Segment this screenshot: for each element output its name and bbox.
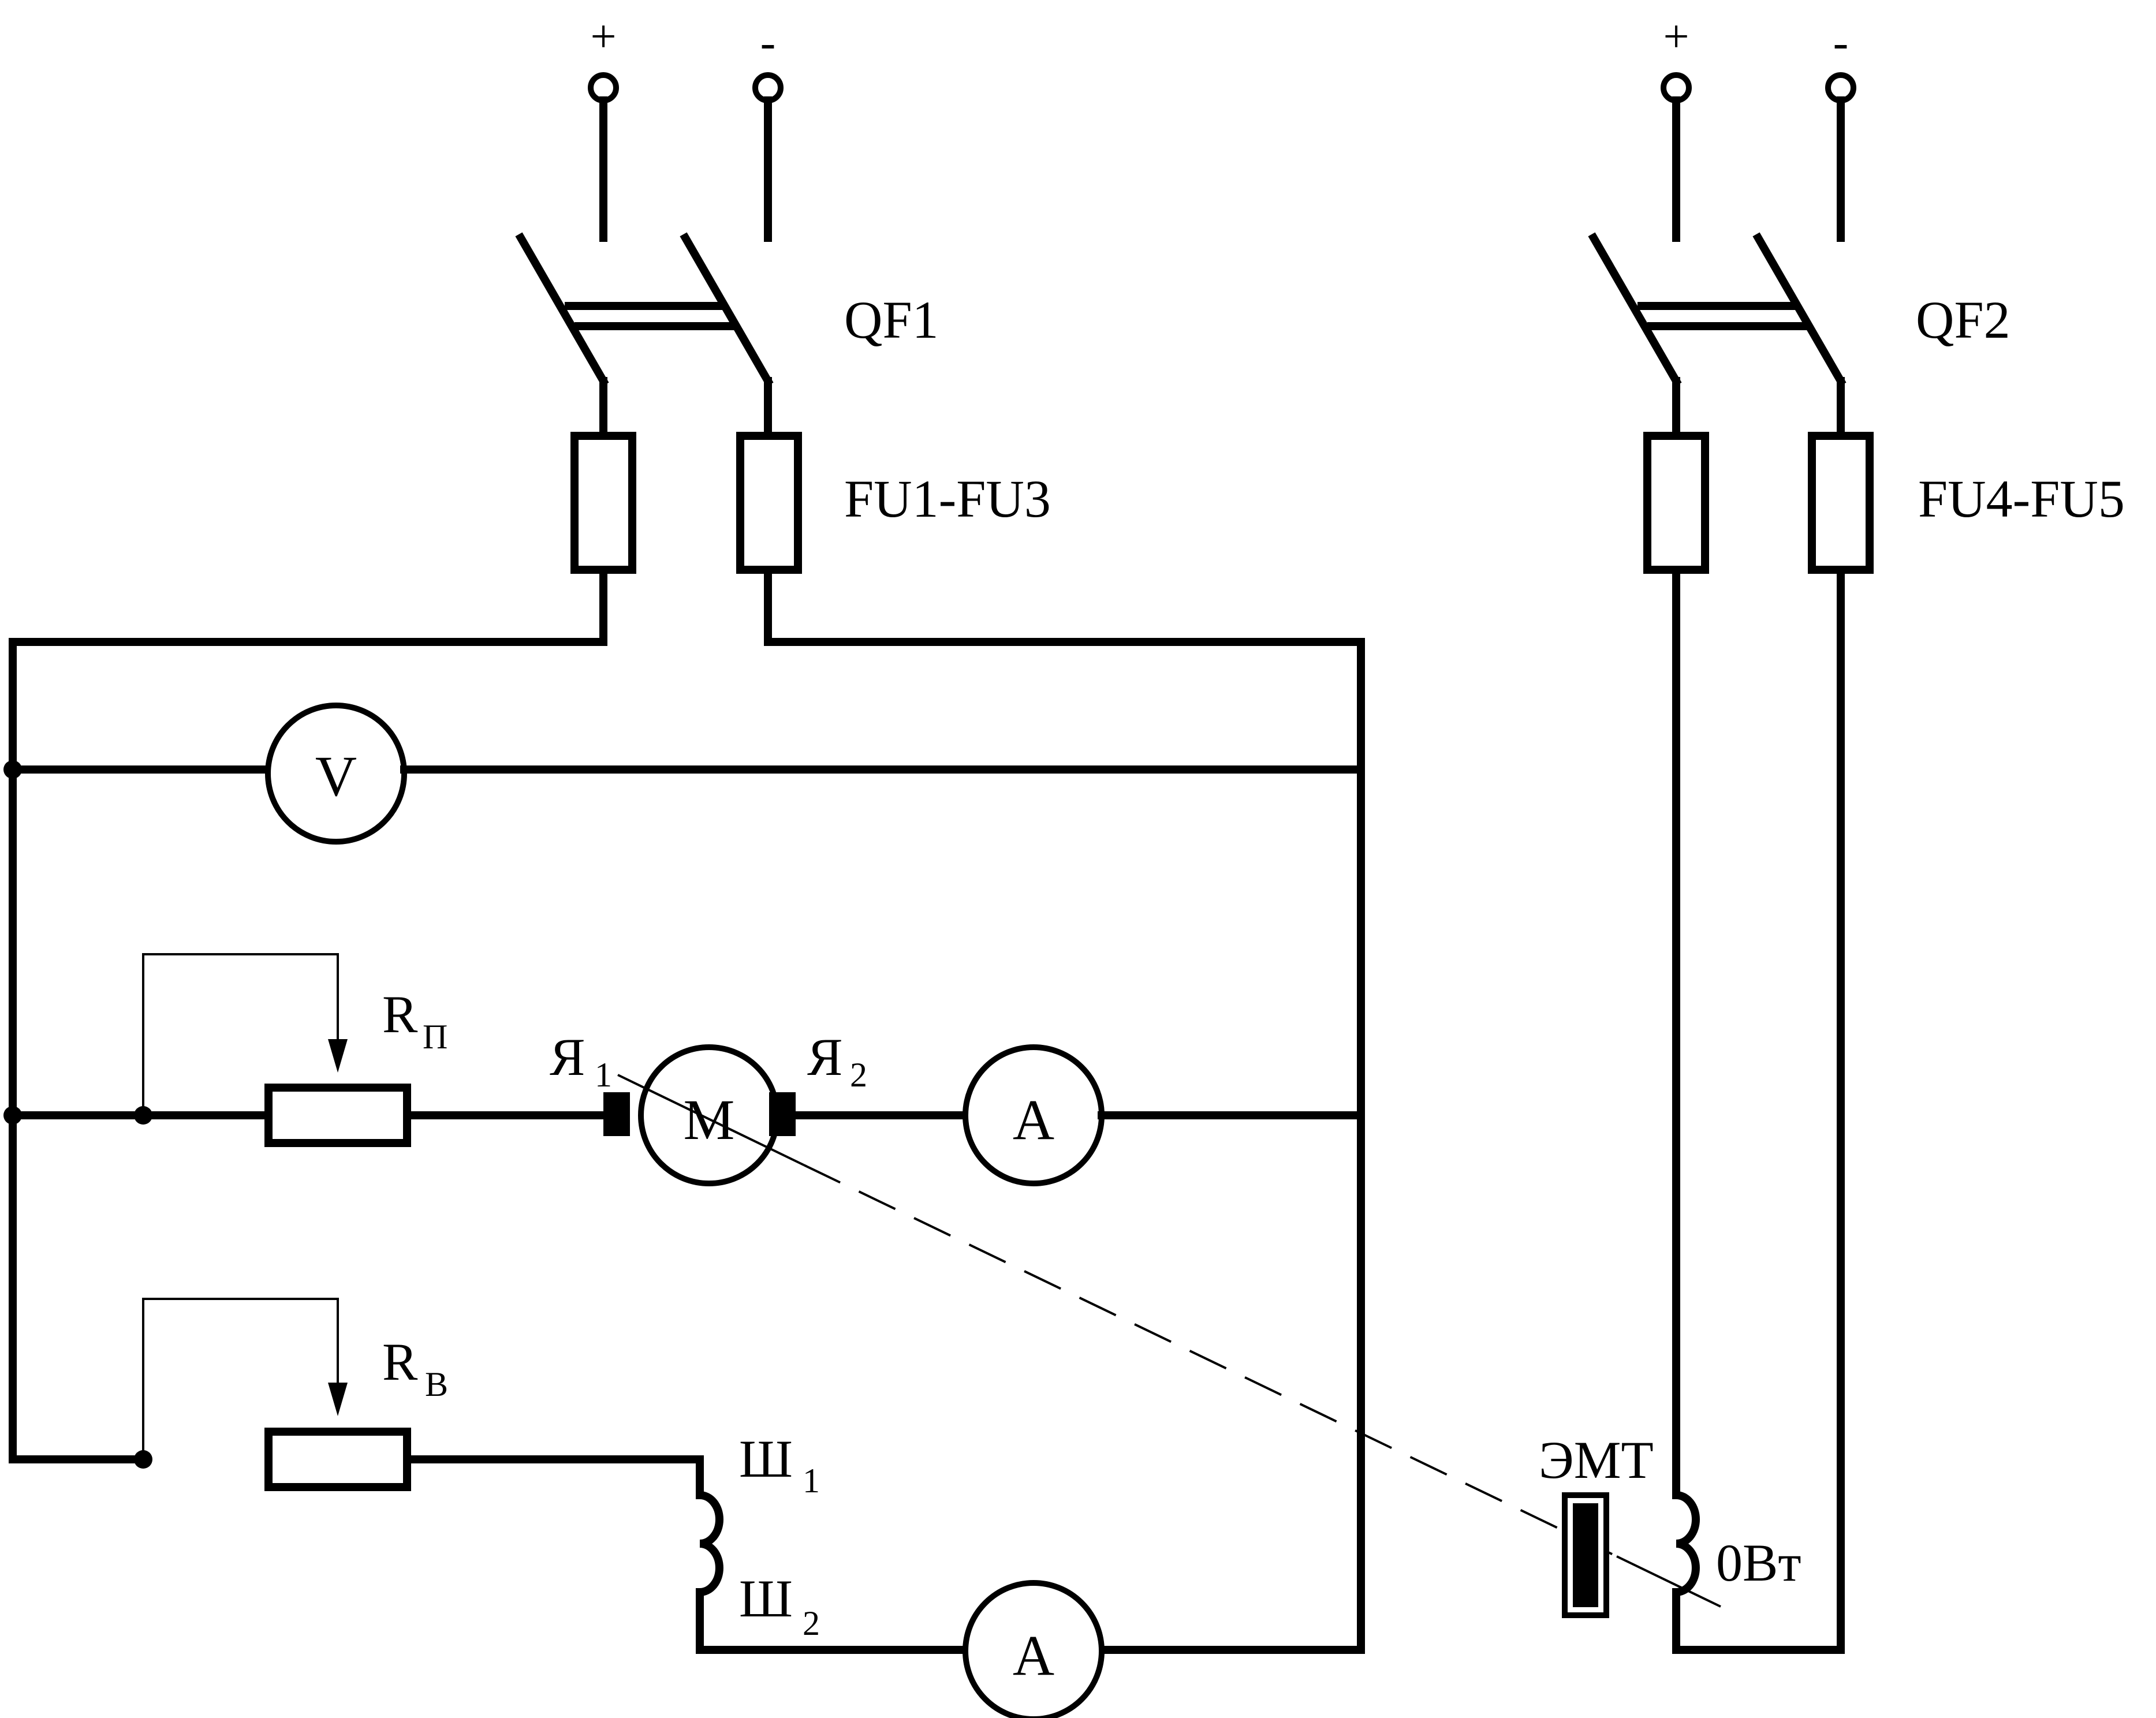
armature-branch: R П M Я 1 Я 2 A xyxy=(9,953,1365,1186)
armature-2-letter: Я xyxy=(807,1028,842,1086)
armature-1-sub: 1 xyxy=(595,1056,612,1094)
field-ammeter xyxy=(963,1580,1105,1718)
shunt-field-winding xyxy=(695,1491,723,1597)
right-plus-label: + xyxy=(1663,12,1689,62)
right-supply: + - xyxy=(1661,12,1856,242)
right-minus-label: - xyxy=(1833,17,1849,68)
armature-brush-2 xyxy=(769,1092,796,1136)
voltmeter-branch: V xyxy=(9,703,1365,845)
brake-circuit: ЭМТ 0Вт xyxy=(1539,566,1845,1654)
rheostat-field-sub: В xyxy=(425,1365,448,1403)
field-rheostat xyxy=(264,1428,411,1491)
left-minus-label: - xyxy=(760,17,776,68)
shunt-1-sub: 1 xyxy=(803,1462,820,1500)
starting-rheostat xyxy=(264,1084,411,1147)
shunt-2-sub: 2 xyxy=(803,1604,820,1642)
fuse-left-plus xyxy=(570,432,636,574)
brake-winding xyxy=(1672,1491,1700,1597)
left-supply: + - xyxy=(588,12,784,242)
breaker-qf2: QF2 xyxy=(1588,232,2010,387)
mechanical-link xyxy=(617,1074,1721,1608)
fuse-right-minus xyxy=(1808,432,1874,574)
armature-brush-1 xyxy=(603,1092,630,1136)
rheostat-field-letter: R xyxy=(382,1332,418,1391)
fu4-fu5-label: FU4-FU5 xyxy=(1918,469,2125,528)
armature-1-letter: Я xyxy=(550,1028,585,1086)
fuse-left-minus xyxy=(736,432,802,574)
rheostat-start-sub: П xyxy=(423,1018,447,1056)
brake-winding-label: 0Вт xyxy=(1716,1533,1801,1592)
armature-2-sub: 2 xyxy=(850,1056,867,1094)
shunt-2-letter: Ш xyxy=(739,1569,793,1628)
rheostat-start-letter: R xyxy=(382,985,418,1044)
qf2-label: QF2 xyxy=(1916,290,2010,349)
voltmeter-symbol: V xyxy=(315,744,357,808)
field-ammeter-symbol: A xyxy=(1013,1623,1054,1687)
breaker-qf1: QF1 xyxy=(515,232,939,387)
qf1-label: QF1 xyxy=(844,290,939,349)
fuse-right-plus xyxy=(1643,432,1709,574)
brake-label: ЭМТ xyxy=(1539,1431,1654,1489)
fu1-fu3-label: FU1-FU3 xyxy=(844,469,1051,528)
fuses-fu4-fu5: FU4-FU5 xyxy=(1643,377,2125,574)
armature-ammeter-symbol: A xyxy=(1013,1088,1054,1152)
field-branch: R В Ш 1 Ш 2 A xyxy=(134,1298,1105,1718)
shunt-1-letter: Ш xyxy=(739,1429,793,1488)
left-plus-label: + xyxy=(590,12,616,62)
fuses-fu1-fu3: FU1-FU3 xyxy=(570,377,1051,646)
